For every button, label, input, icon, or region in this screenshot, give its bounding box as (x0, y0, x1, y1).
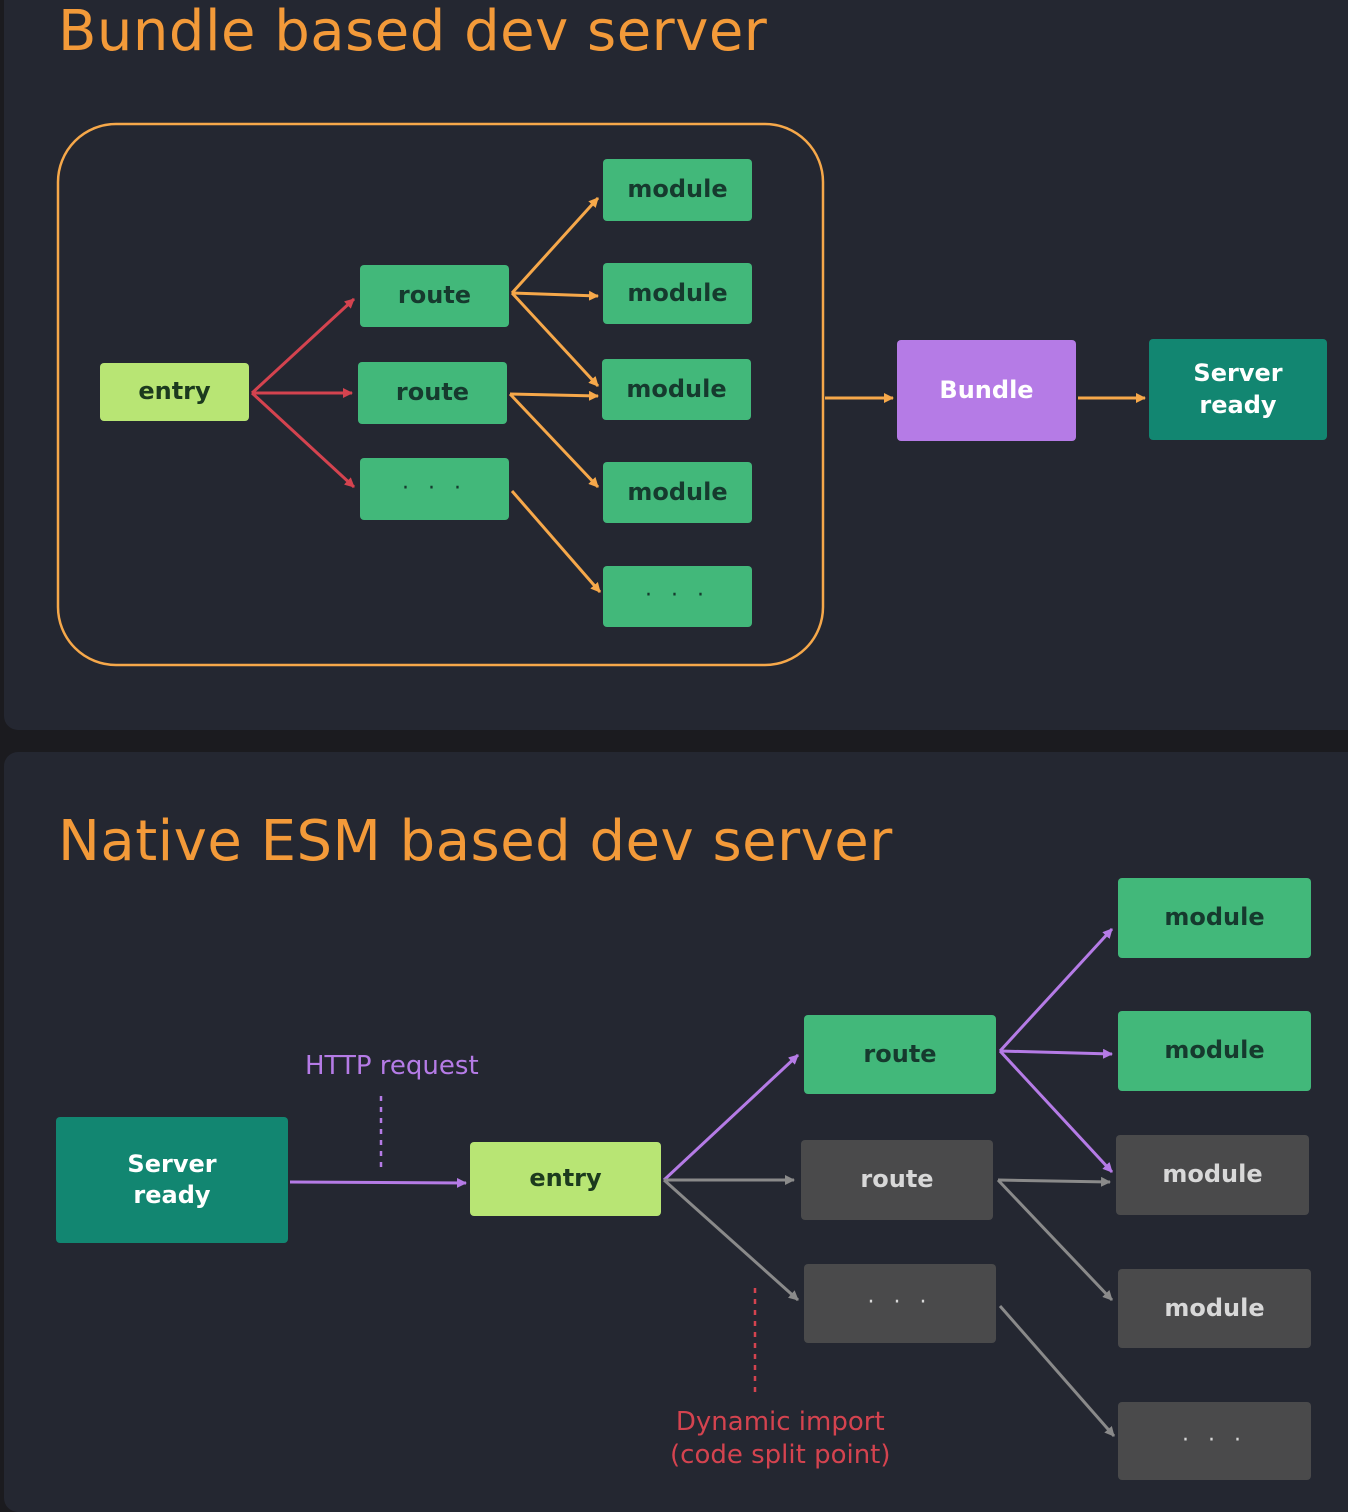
bundle-box: Bundle (897, 340, 1076, 441)
arrow-entry-route-3 (250, 391, 356, 489)
arrow-entry-route-1 (250, 297, 356, 395)
arrow-route1-module3 (510, 291, 600, 388)
route-box-2: route (358, 362, 507, 424)
route-box-1: route (360, 265, 509, 327)
arrow-route2-module4 (508, 392, 600, 489)
arrow-entry-route-3-esm (662, 1178, 800, 1302)
arrow-route2-module3-esm (997, 1176, 1111, 1187)
route-box-esm-3: · · · (804, 1264, 996, 1343)
module-box-4: module (603, 462, 752, 523)
arrow-entry-route-1-esm (662, 1053, 800, 1182)
route-box-esm-2: route (801, 1140, 993, 1220)
server-ready-box: Server ready (1149, 339, 1327, 440)
arrow-route3-module5-esm (998, 1305, 1116, 1437)
module-box-5: · · · (603, 566, 752, 627)
module-box-esm-3: module (1116, 1135, 1309, 1215)
module-box-2: module (603, 263, 752, 324)
entry-box-esm: entry (470, 1142, 661, 1216)
arrow-server-entry (289, 1177, 467, 1188)
arrow-route1-module2-esm (999, 1048, 1113, 1059)
arrow-route2-module3 (509, 390, 599, 401)
route-box-esm-1: route (804, 1015, 996, 1094)
module-box-esm-4: module (1118, 1269, 1311, 1348)
arrow-route2-module4-esm (996, 1178, 1114, 1302)
module-box-esm-5: · · · (1118, 1402, 1311, 1480)
module-box-esm-2: module (1118, 1011, 1311, 1091)
arrow-route1-module1-esm (998, 927, 1114, 1053)
module-box-esm-1: module (1118, 878, 1311, 958)
entry-box: entry (100, 363, 249, 421)
dynamic-import-label: Dynamic import (code split point) (670, 1407, 891, 1470)
arrow-route1-module2 (511, 290, 599, 301)
bundle-title: Bundle based dev server (58, 0, 768, 64)
arrow-route1-module3-esm (998, 1049, 1114, 1174)
module-box-3: module (602, 359, 751, 420)
esm-title: Native ESM based dev server (58, 809, 893, 874)
arrow-route3-module5 (510, 490, 602, 593)
module-box-1: module (603, 159, 752, 221)
http-request-label: HTTP request (305, 1051, 479, 1081)
route-box-3: · · · (360, 458, 509, 520)
bundle-boundary (56, 122, 825, 667)
server-ready-box-esm: Server ready (56, 1117, 288, 1243)
arrow-route1-module1 (510, 196, 600, 295)
